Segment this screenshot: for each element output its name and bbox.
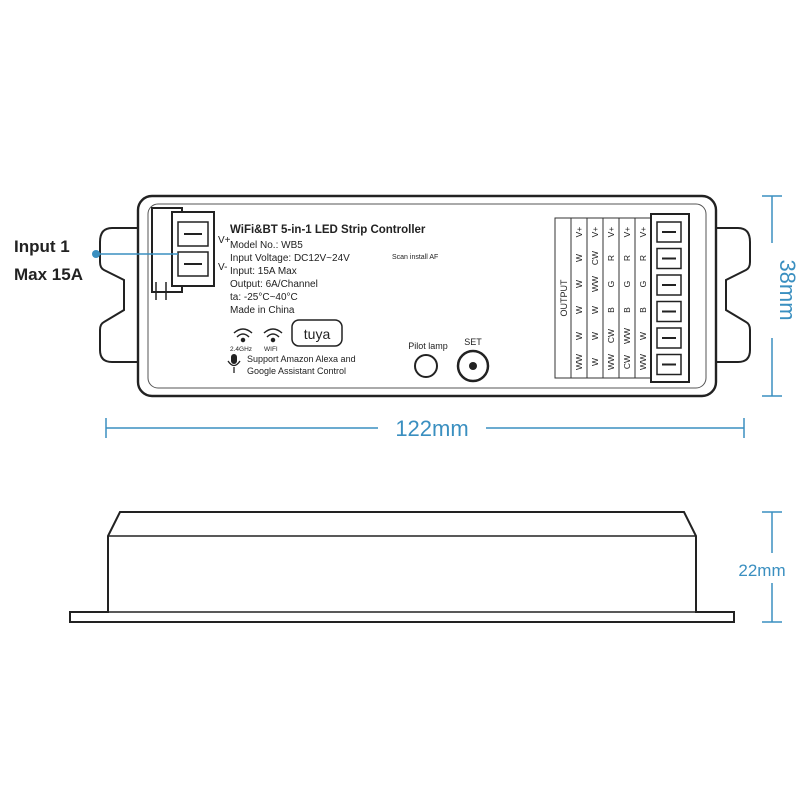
wifi-2-4ghz-icon	[233, 328, 253, 343]
spec-input-voltage: Input Voltage: DC12V~24V	[230, 253, 350, 264]
output-cell: B	[638, 307, 648, 313]
output-header: OUTPUT	[559, 279, 569, 317]
spec-temperature: ta: -25°C~40°C	[230, 292, 298, 303]
voice-text-line1: Support Amazon Alexa and	[247, 354, 356, 364]
spec-model: Model No.: WB5	[230, 240, 303, 251]
output-cell: W	[590, 306, 600, 314]
output-cell: W	[574, 254, 584, 262]
pilot-lamp	[414, 354, 438, 378]
input-vplus-label: V+	[218, 235, 231, 246]
callout-line1: Input 1	[14, 237, 70, 256]
set-label: SET	[464, 337, 482, 347]
output-cell: R	[638, 255, 648, 261]
output-cell: G	[638, 281, 648, 288]
tuya-logo-frame	[291, 319, 343, 347]
set-button-center	[469, 362, 477, 370]
depth-dimension	[762, 511, 782, 623]
spec-output: Output: 6A/Channel	[230, 279, 318, 290]
right-mounting-ear	[712, 227, 751, 363]
output-cell: WW	[606, 354, 616, 370]
output-cell: CW	[622, 355, 632, 369]
side-view	[69, 511, 735, 623]
input-vminus-label: V-	[218, 262, 227, 273]
width-dimension	[105, 418, 745, 438]
callout-line2: Max 15A	[14, 265, 83, 284]
output-cell: G	[622, 281, 632, 288]
output-terminal-block	[650, 213, 690, 383]
output-cell: CW	[606, 329, 616, 343]
pilot-lamp-label: Pilot lamp	[408, 341, 448, 351]
output-cell: W	[590, 358, 600, 366]
output-cell: WW	[590, 276, 600, 292]
output-cell: WW	[574, 354, 584, 370]
voice-text-line2: Google Assistant Control	[247, 366, 346, 376]
output-cell: V+	[638, 227, 648, 238]
spec-origin: Made in China	[230, 305, 295, 316]
output-table	[554, 217, 652, 379]
output-cell: W	[638, 332, 648, 340]
spec-input-current: Input: 15A Max	[230, 266, 297, 277]
output-cell: V+	[590, 227, 600, 238]
left-mounting-ear	[99, 227, 140, 363]
input-terminal-block	[151, 207, 215, 300]
output-cell: G	[606, 281, 616, 288]
output-cell: W	[590, 332, 600, 340]
output-cell: V+	[606, 227, 616, 238]
tuya-logo: tuya	[304, 326, 331, 342]
wifi-icon	[263, 328, 283, 343]
wifi-2-4ghz-label: 2.4GHz	[230, 346, 252, 353]
microphone-icon	[227, 354, 241, 373]
output-cell: WW	[638, 354, 648, 370]
output-cell: B	[606, 307, 616, 313]
output-cell: WW	[622, 328, 632, 344]
output-cell: W	[574, 280, 584, 288]
callout-dot	[92, 250, 100, 258]
output-cells: V+WWWWWWV+CWWWWWWV+RGBCWWWV+RGBWWCWV+RGB…	[574, 227, 648, 370]
width-label: 122mm	[395, 416, 468, 441]
wifi-label: WIFI	[264, 346, 278, 353]
device-title: WiFi&BT 5-in-1 LED Strip Controller	[230, 224, 426, 236]
output-cell: R	[622, 255, 632, 261]
output-cell: W	[574, 306, 584, 314]
output-cell: CW	[590, 251, 600, 265]
output-cell: R	[606, 255, 616, 261]
controller-inner-edge	[147, 203, 707, 389]
output-cell: V+	[622, 227, 632, 238]
output-cell: V+	[574, 227, 584, 238]
height-dimension	[762, 195, 782, 397]
output-cell: B	[622, 307, 632, 313]
depth-label: 22mm	[738, 561, 785, 580]
height-label: 38mm	[775, 259, 800, 320]
scan-text: Scan install AF	[392, 254, 438, 261]
output-cell: W	[574, 332, 584, 340]
